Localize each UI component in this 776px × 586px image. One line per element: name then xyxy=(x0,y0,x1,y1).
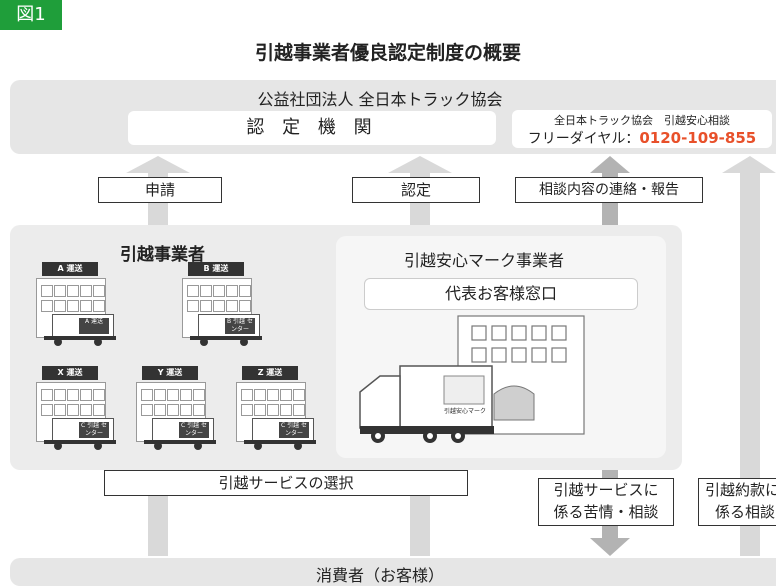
company-building: A 運送 A 運送 xyxy=(36,262,116,352)
truck-label: C 引越 センター xyxy=(79,422,109,438)
contract-line-2: 係る相談 xyxy=(715,503,776,521)
company-sign: Z 運送 xyxy=(242,366,298,380)
contract-line-1: 引越約款に xyxy=(705,481,776,499)
choose-service-label: 引越サービスの選択 xyxy=(104,470,468,496)
complaints-line-2: 係る苦情・相談 xyxy=(553,503,659,521)
consumer-label: 消費者（お客様） xyxy=(315,566,444,585)
truck-label: C 引越 センター xyxy=(179,422,209,438)
company-sign: A 運送 xyxy=(42,262,98,276)
hotline-label: フリーダイヤル： xyxy=(527,131,640,147)
certify-label: 認定 xyxy=(352,177,480,203)
consumer-band xyxy=(10,558,776,586)
cert-body-box: 認 定 機 関 xyxy=(128,111,496,145)
contract-label: 引越約款に 係る相談 xyxy=(698,478,776,526)
apply-label: 申請 xyxy=(98,177,222,203)
customer-window: 代表お客様窓口 xyxy=(364,278,638,310)
movers-title: 引越事業者 xyxy=(120,245,205,265)
complaints-label: 引越サービスに 係る苦情・相談 xyxy=(538,478,674,526)
hotline-title: 全日本トラック協会 引越安心相談 xyxy=(554,114,730,127)
company-sign: Y 運送 xyxy=(142,366,198,380)
truck-label: A 運送 xyxy=(79,318,109,334)
company-truck: C 引越 センター xyxy=(152,418,214,442)
company-sign: X 運送 xyxy=(42,366,98,380)
company-building: Z 運送 C 引越 センター xyxy=(236,366,316,456)
truck-label: B 引越 センター xyxy=(225,318,255,334)
hotline-number[interactable]: 0120-109-855 xyxy=(639,129,757,147)
company-building: X 運送 C 引越 センター xyxy=(36,366,116,456)
company-truck: C 引越 センター xyxy=(52,418,114,442)
company-sign: B 運送 xyxy=(188,262,244,276)
customer-window-label: 代表お客様窓口 xyxy=(444,284,557,303)
complaints-line-1: 引越サービスに xyxy=(553,481,659,499)
arrow-up-choose-right xyxy=(388,447,452,556)
arrow-report xyxy=(590,156,630,276)
company-truck: A 運送 xyxy=(52,314,114,338)
truck-label: C 引越 センター xyxy=(279,422,309,438)
company-building: B 運送 B 引越 センター xyxy=(182,262,262,352)
arrow-up-contract xyxy=(722,156,776,556)
anshin-mark-text: 引越安心マーク xyxy=(443,408,486,415)
figure-label: 図1 xyxy=(0,0,62,30)
company-building: Y 運送 C 引越 センター xyxy=(136,366,216,456)
org-name: 公益社団法人 全日本トラック協会 xyxy=(257,90,503,109)
page-title: 引越事業者優良認定制度の概要 xyxy=(254,42,521,64)
cert-body-label: 認 定 機 関 xyxy=(246,117,378,138)
company-truck: B 引越 センター xyxy=(198,314,260,338)
report-label: 相談内容の連絡・報告 xyxy=(515,177,703,203)
company-truck: C 引越 センター xyxy=(252,418,314,442)
arrow-up-choose-left xyxy=(126,447,190,556)
certified-title: 引越安心マーク事業者 xyxy=(404,251,565,270)
hotline-box: 全日本トラック協会 引越安心相談 フリーダイヤル：0120-109-855 xyxy=(512,110,772,148)
